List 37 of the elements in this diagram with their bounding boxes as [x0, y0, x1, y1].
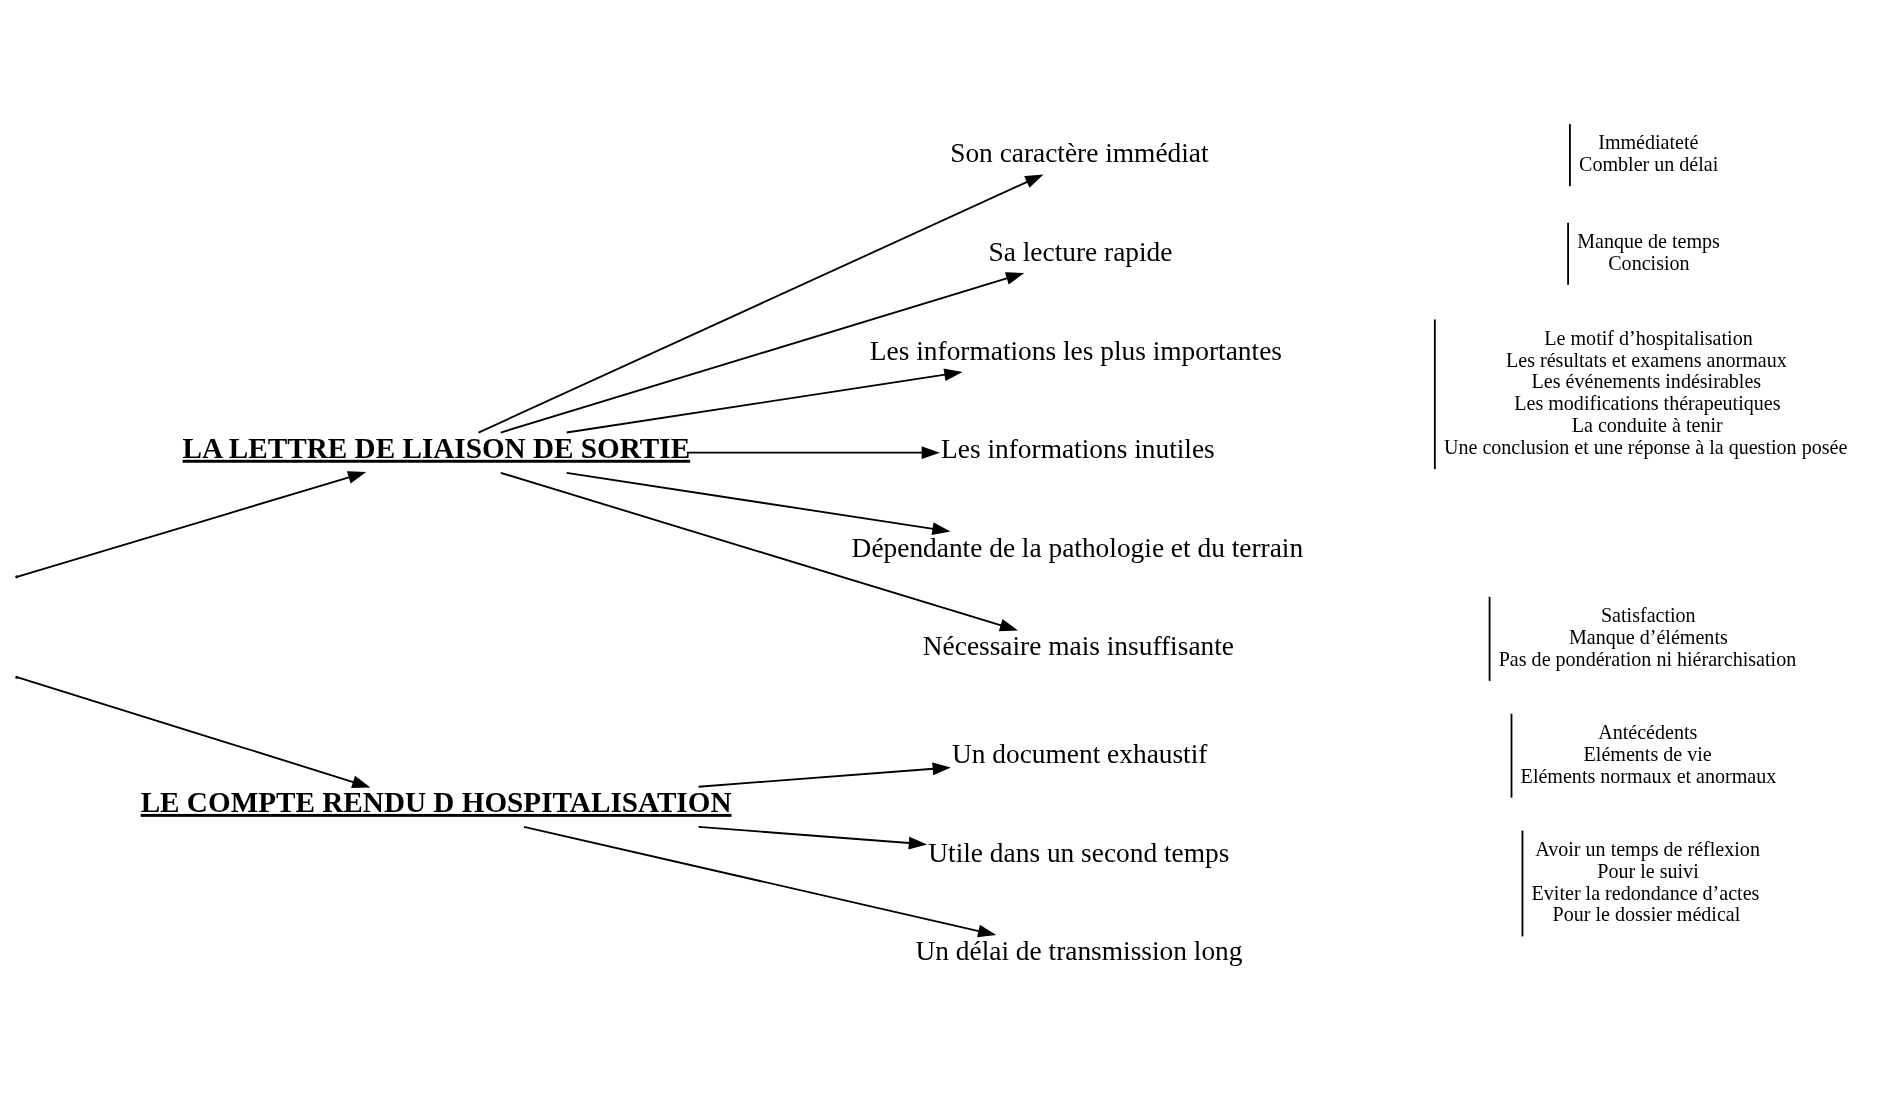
node-label: Avoir un temps de réflexion — [1535, 837, 1760, 860]
node-label: Eléments normaux et anormaux — [1520, 764, 1777, 787]
node-label: Antécédents — [1598, 720, 1698, 743]
node-label: Combler un délai — [1579, 152, 1719, 175]
node-text: Nécessaire mais insuffisante — [922, 630, 1234, 661]
node-text: Les informations inutiles — [941, 433, 1215, 464]
node-label: Les modifications thérapeutiques — [1514, 391, 1781, 414]
node-text: LE COMPTE RENDU D HOSPITALISATION — [140, 785, 732, 818]
node-text: Un délai de transmission long — [915, 935, 1243, 966]
node-label: Eléments de vie — [1583, 742, 1712, 765]
arrow — [16, 675, 371, 788]
node-text: Les informations les plus importantes — [869, 335, 1282, 366]
arrow — [565, 471, 951, 535]
node-label: Satisfaction — [1600, 603, 1696, 626]
node-text: Sa lecture rapide — [988, 236, 1173, 267]
node-text: Son caractère immédiat — [950, 137, 1209, 168]
node-text: LA LETTRE DE LIAISON DE SORTIE — [182, 431, 691, 464]
node-text: Un document exhaustif — [952, 738, 1208, 769]
arrow — [697, 761, 951, 788]
node-label: Manque de temps — [1577, 229, 1720, 252]
node-label: Manque d’éléments — [1568, 625, 1728, 648]
node-label: Eviter la redondance d’actes — [1531, 881, 1760, 904]
node-text: Dépendante de la pathologie et du terrain — [851, 532, 1304, 563]
node-label: Les événements indésirables — [1531, 369, 1762, 392]
arrow — [16, 470, 367, 578]
node-label: Immédiateté — [1598, 130, 1699, 153]
arrow — [565, 367, 963, 433]
node-label: Le motif d’hospitalisation — [1544, 326, 1753, 349]
arrow — [697, 825, 928, 849]
arrow — [685, 445, 940, 459]
node-label: Une conclusion et une réponse à la question posée — [1443, 435, 1848, 458]
arrow — [477, 173, 1044, 433]
arrow — [523, 825, 997, 937]
arrow — [499, 271, 1025, 433]
arrow — [499, 471, 1019, 631]
node-text: Utile dans un second temps — [928, 837, 1230, 868]
node-label: Pour le dossier médical — [1552, 902, 1741, 925]
